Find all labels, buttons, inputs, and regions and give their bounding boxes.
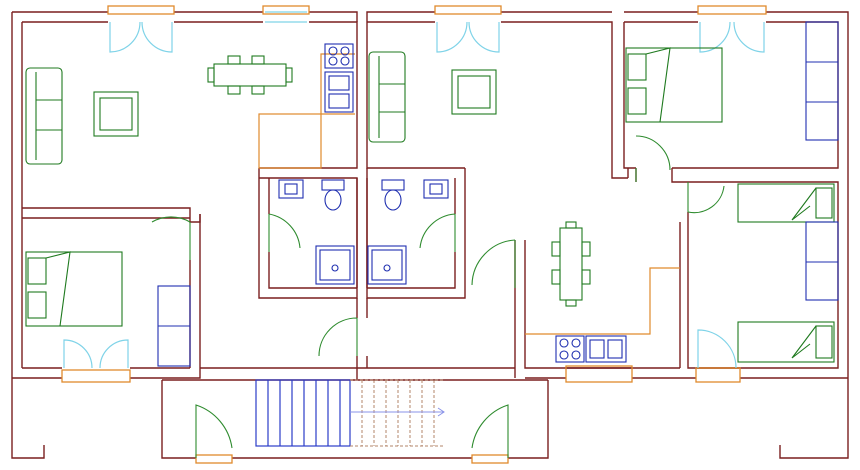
walls <box>11 11 849 459</box>
kitchen-sink <box>324 71 354 113</box>
stove <box>324 43 354 69</box>
washbasin <box>423 179 449 199</box>
wardrobe <box>805 21 839 141</box>
doors <box>151 135 725 458</box>
coffee-table <box>93 91 139 137</box>
toilet-tank <box>321 179 345 191</box>
dining-table <box>559 227 583 301</box>
counter <box>525 267 680 335</box>
shower <box>367 245 407 285</box>
stairs <box>255 379 445 447</box>
counter <box>258 113 322 169</box>
dining-table <box>213 63 287 87</box>
bed <box>25 251 123 327</box>
washbasin <box>278 179 304 199</box>
living-room-central <box>368 51 497 143</box>
living-room-west <box>25 43 355 169</box>
bedroom-southwest <box>25 251 191 367</box>
bedroom-northeast <box>625 21 839 141</box>
stove <box>555 335 585 363</box>
toilet <box>384 189 402 211</box>
bed <box>625 47 723 123</box>
wardrobe <box>805 221 839 301</box>
kitchen-dining <box>525 221 680 363</box>
bedroom-east <box>737 183 839 301</box>
bathroom-west <box>278 179 355 285</box>
shower <box>315 245 355 285</box>
kitchen-sink <box>585 335 627 363</box>
sofa <box>368 51 406 143</box>
bathroom-east <box>367 179 449 285</box>
toilet-tank <box>381 179 405 191</box>
bed <box>737 183 835 223</box>
sofa <box>25 67 63 165</box>
toilet <box>324 189 342 211</box>
windows <box>61 5 767 464</box>
coffee-table <box>451 69 497 115</box>
bedroom-southeast <box>737 321 835 363</box>
bed <box>737 321 835 363</box>
